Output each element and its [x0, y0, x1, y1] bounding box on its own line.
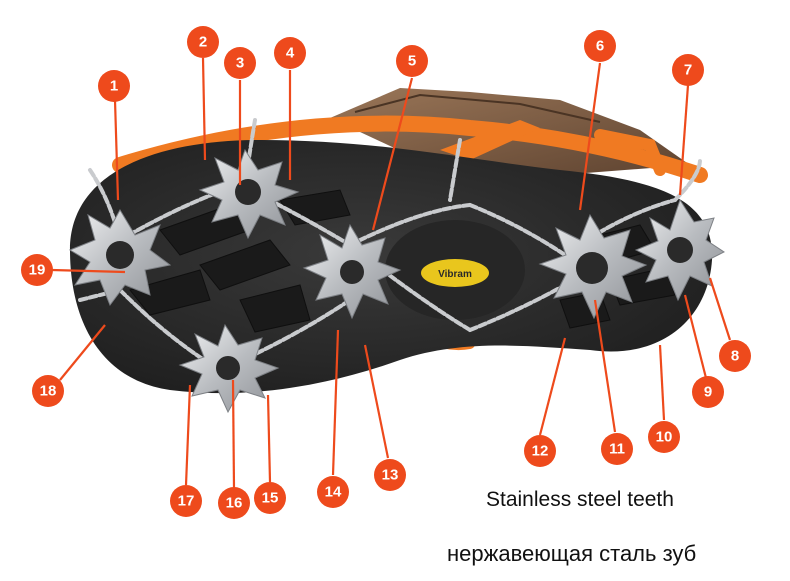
sole-logo-badge: Vibram: [421, 259, 489, 287]
svg-text:17: 17: [178, 493, 195, 510]
callout-pointers: [51, 57, 732, 489]
svg-text:6: 6: [596, 38, 604, 55]
heel-top-plate: [198, 148, 300, 240]
marker-16: 16: [218, 487, 250, 519]
marker-4: 4: [274, 37, 306, 69]
svg-text:1: 1: [110, 78, 118, 95]
svg-text:12: 12: [532, 443, 549, 460]
marker-1: 1: [98, 70, 130, 102]
heel-plate: [68, 209, 172, 307]
svg-text:4: 4: [286, 45, 295, 62]
marker-9: 9: [692, 376, 724, 408]
heel-bottom-plate: [178, 323, 280, 414]
svg-text:14: 14: [325, 484, 342, 501]
svg-text:3: 3: [236, 55, 244, 72]
sole-logo-text: Vibram: [438, 269, 472, 280]
forefoot-plate: [538, 213, 648, 320]
svg-text:19: 19: [29, 262, 46, 279]
svg-text:9: 9: [704, 384, 712, 401]
callout-markers: 1 2 3 4 5 6 7 8 9 10 11 12 13 14 15 16 1…: [21, 26, 751, 519]
toe-plate: [634, 198, 725, 302]
svg-text:16: 16: [226, 495, 243, 512]
marker-7: 7: [672, 54, 704, 86]
marker-12: 12: [524, 435, 556, 467]
mid-plate: [302, 223, 402, 320]
marker-10: 10: [648, 421, 680, 453]
marker-15: 15: [254, 482, 286, 514]
svg-text:8: 8: [731, 348, 739, 365]
marker-6: 6: [584, 30, 616, 62]
marker-17: 17: [170, 485, 202, 517]
caption-russian: нержавеющая сталь зуб: [447, 541, 697, 566]
marker-11: 11: [601, 433, 633, 465]
svg-text:18: 18: [40, 383, 57, 400]
svg-text:13: 13: [382, 467, 399, 484]
svg-text:11: 11: [609, 441, 625, 458]
svg-text:10: 10: [656, 429, 673, 446]
svg-text:15: 15: [262, 490, 279, 507]
marker-3: 3: [224, 47, 256, 79]
marker-13: 13: [374, 459, 406, 491]
caption-english: Stainless steel teeth: [486, 488, 674, 511]
svg-text:5: 5: [408, 53, 416, 70]
marker-18: 18: [32, 375, 64, 407]
marker-5: 5: [396, 45, 428, 77]
marker-19: 19: [21, 254, 53, 286]
svg-text:2: 2: [199, 34, 207, 51]
marker-14: 14: [317, 476, 349, 508]
svg-text:7: 7: [684, 62, 692, 79]
marker-8: 8: [719, 340, 751, 372]
steel-teeth-plates: [68, 148, 725, 414]
marker-2: 2: [187, 26, 219, 58]
